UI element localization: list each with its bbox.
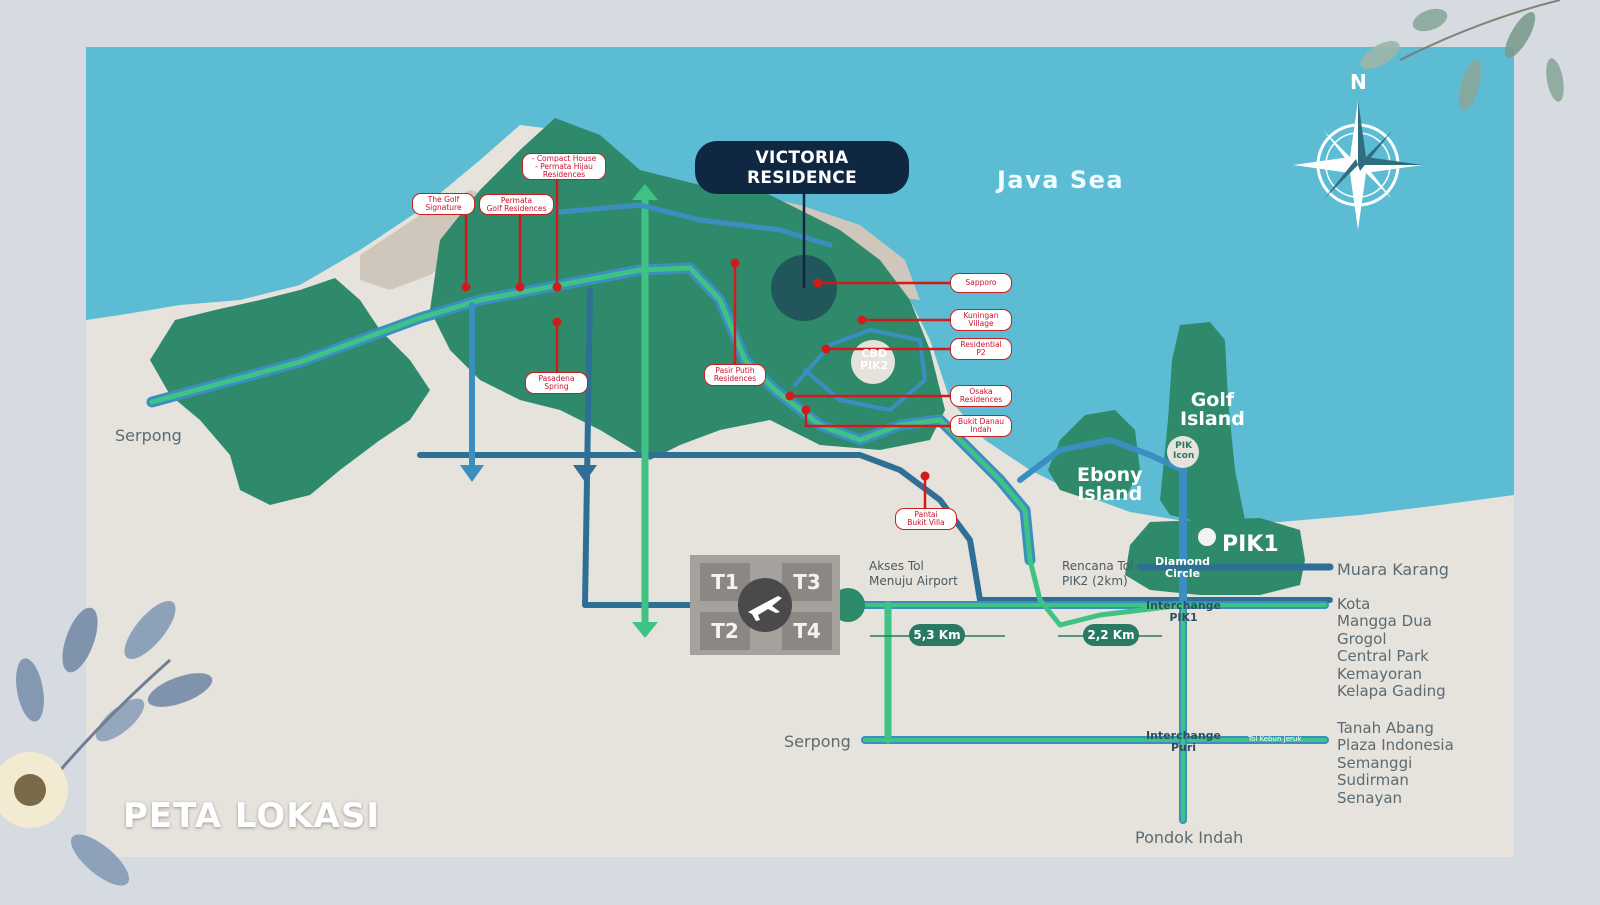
distance-badge-1: 5,3 Km [909, 624, 965, 646]
dot-residential [821, 344, 831, 354]
dot-bukit-danau [801, 405, 811, 415]
road-rencana [1027, 557, 1186, 628]
green-area-ebony [1048, 410, 1140, 500]
terminal-t3: T3 [793, 570, 821, 594]
tol-kebun-jeruk-label: Tol Kebun Jeruk [1248, 735, 1302, 743]
list-item: Kelapa Gading [1337, 682, 1446, 701]
serpong-south-label: Serpong [784, 732, 851, 751]
road-loop-cbd [793, 328, 927, 412]
arrow-down-2 [573, 465, 597, 482]
road-dark-horizontal [417, 452, 1333, 603]
terminal-t4: T4 [793, 619, 821, 643]
list-item: Senayan [1337, 788, 1403, 807]
road-to-pik1 [1017, 437, 1186, 483]
callout-golf-signature[interactable]: The Golf Signature [412, 193, 475, 215]
plane-icon [748, 596, 782, 621]
node-cbd [851, 340, 895, 384]
list-item: Tanah Abang [1337, 719, 1434, 737]
dot-pasadena [552, 317, 562, 327]
compass-north-label: N [1350, 70, 1367, 94]
road-loop-north [557, 202, 833, 248]
list-item: Grogol [1337, 629, 1387, 648]
sea-label: Java Sea [997, 166, 1125, 194]
arrow-down-1 [460, 465, 484, 482]
callout-pantai-bukit[interactable]: Pantai Bukit Villa [895, 508, 957, 530]
callout-permata-golf[interactable]: Permata Golf Residences [479, 194, 554, 215]
dot-sapporo [813, 278, 823, 288]
muara-karang-label: Muara Karang [1337, 560, 1449, 579]
callout-osaka[interactable]: Osaka Residences [950, 385, 1012, 407]
callout-bukit-danau[interactable]: Bukit Danau Indah [950, 415, 1012, 437]
dot-pasir-putih [730, 258, 740, 268]
arrow-down-3 [632, 622, 658, 638]
dot-kuningan [857, 315, 867, 325]
victoria-residence-badge[interactable]: VICTORIA RESIDENCE [695, 141, 909, 194]
dot-golf-signature [461, 282, 471, 292]
list-item: Kemayoran [1337, 664, 1423, 683]
callout-residential-p2[interactable]: Residential P2 [950, 338, 1012, 360]
compass-icon [1293, 100, 1423, 230]
page-title: PETA LOKASI [123, 796, 381, 836]
flower-decoration-bottom-left-icon [0, 600, 213, 886]
list-item: Central Park [1337, 647, 1429, 666]
callout-pasadena[interactable]: Pasadena Spring [525, 372, 588, 394]
pik1-label: PIK1 [1222, 532, 1279, 557]
road-down-2 [582, 287, 693, 608]
node-pik-icon [1167, 436, 1199, 468]
serpong-west-label: Serpong [115, 426, 182, 445]
callout-compact-house[interactable]: - Compact House - Permata Hijau Residenc… [522, 153, 606, 180]
terminal-t2: T2 [711, 619, 739, 643]
victoria-line1: VICTORIA [755, 147, 849, 168]
list-item: Plaza Indonesia [1337, 736, 1454, 755]
callout-sapporo[interactable]: Sapporo [950, 273, 1012, 293]
pondok-indah-label: Pondok Indah [1135, 828, 1244, 847]
airport-cell-t3 [782, 563, 832, 601]
distance-badge-2: 2,2 Km [1083, 624, 1139, 646]
leaf-decoration-top-right-icon [1360, 0, 1564, 111]
dot-pantai [920, 471, 930, 481]
list-item: Sudirman [1337, 771, 1409, 790]
destinations-east: Kota Mangga Dua Grogol Central Park Kema… [1337, 595, 1446, 701]
list-item: Semanggi [1337, 753, 1413, 772]
terminal-t1: T1 [711, 570, 739, 594]
list-item: Kota [1337, 595, 1371, 613]
leader-bukit-danau [804, 410, 950, 428]
callout-pasir-putih[interactable]: Pasir Putih Residences [704, 364, 766, 386]
arrow-up-3 [632, 184, 658, 200]
destinations-south: Tanah Abang Plaza Indonesia Semanggi Sud… [1337, 719, 1454, 807]
dot-compact [552, 282, 562, 292]
node-pik1-white [1198, 528, 1216, 546]
victoria-line2: RESIDENCE [746, 167, 857, 188]
airport-cell-t4 [782, 612, 832, 650]
callout-kuningan[interactable]: Kuningan Village [950, 309, 1012, 331]
list-item: Mangga Dua [1337, 612, 1432, 631]
dot-permata [515, 282, 525, 292]
green-area-pik1 [1125, 518, 1305, 595]
sea-area [86, 47, 1514, 522]
dot-osaka [785, 391, 795, 401]
